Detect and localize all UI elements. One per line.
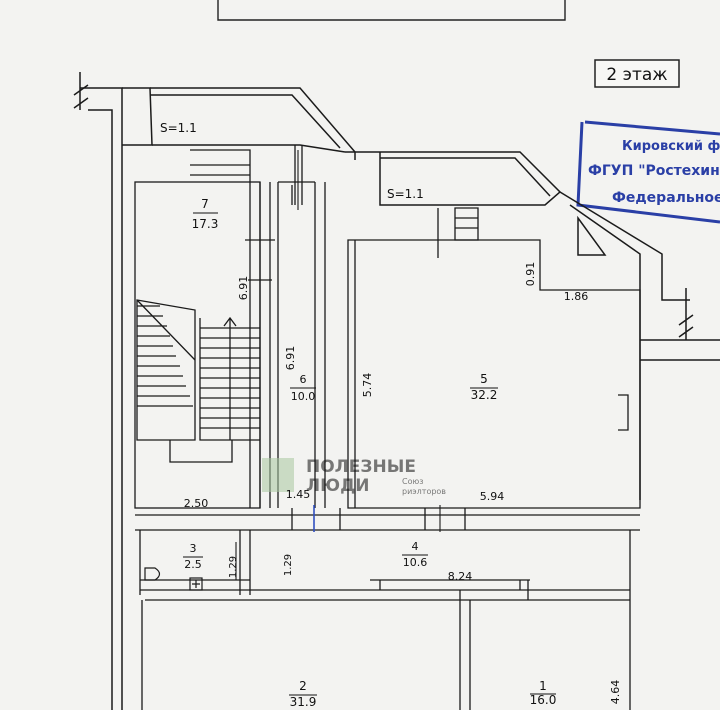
dim-2-50: 2.50 bbox=[184, 497, 209, 510]
room-labels: 7 17.3 6 10.0 5 32.2 4 10.6 3 2.5 2 31.9… bbox=[183, 197, 556, 709]
corridor-walls bbox=[135, 508, 640, 710]
dimension-ticks bbox=[235, 150, 441, 580]
room-number-1: 1 bbox=[539, 679, 547, 693]
watermark-line-2: ЛЮДИ bbox=[306, 476, 369, 496]
dim-1-45: 1.45 bbox=[286, 488, 311, 501]
official-stamp: Кировский фил ФГУП "Ростехинвент Федерал… bbox=[576, 120, 720, 224]
watermark-sub-1: Союз bbox=[402, 477, 423, 486]
room-number-3: 3 bbox=[190, 542, 197, 555]
watermark-sub-2: риэлторов bbox=[402, 487, 446, 496]
bathroom-fixtures bbox=[144, 567, 203, 591]
dim-5-94: 5.94 bbox=[480, 490, 505, 503]
stamp-line-1: Кировский фил bbox=[622, 139, 720, 154]
dim-1-29-b: 1.29 bbox=[283, 554, 294, 576]
room-area-1: 16.0 bbox=[530, 693, 557, 707]
room-area-3: 2.5 bbox=[184, 558, 202, 571]
watermark: ПОЛЕЗНЫЕ ЛЮДИ Союз риэлторов bbox=[262, 457, 446, 496]
dimension-labels: 6.91 6.91 5.74 0.91 1.86 2.50 1.45 5.94 … bbox=[184, 262, 622, 705]
dim-6-91-b: 6.91 bbox=[284, 346, 297, 371]
dim-1-86: 1.86 bbox=[564, 290, 589, 303]
room-area-7: 17.3 bbox=[192, 217, 219, 231]
room-number-6: 6 bbox=[300, 373, 307, 386]
watermark-logo bbox=[262, 458, 294, 492]
room-number-2: 2 bbox=[299, 679, 307, 693]
upper-frame bbox=[217, 0, 566, 21]
stair-walls bbox=[134, 145, 326, 509]
dim-0-91: 0.91 bbox=[524, 262, 537, 287]
floor-label-box bbox=[594, 59, 680, 88]
stamp-line-3: Федеральное Б bbox=[612, 190, 720, 206]
room-number-7: 7 bbox=[201, 197, 209, 211]
watermark-line-1: ПОЛЕЗНЫЕ bbox=[306, 457, 416, 477]
dim-1-29-a: 1.29 bbox=[228, 556, 239, 578]
stamp-line-2: ФГУП "Ростехинвент bbox=[588, 163, 720, 179]
room-area-2: 31.9 bbox=[290, 695, 317, 709]
room-area-6: 10.0 bbox=[291, 390, 316, 403]
dim-6-91-a: 6.91 bbox=[237, 276, 250, 301]
room-number-5: 5 bbox=[480, 372, 488, 386]
room-area-4: 10.6 bbox=[403, 556, 428, 569]
room-area-5: 32.2 bbox=[471, 388, 498, 402]
dim-4-64: 4.64 bbox=[609, 680, 622, 705]
area-label-right: S=1.1 bbox=[387, 187, 424, 201]
floor-label: 2 этаж bbox=[606, 65, 667, 85]
dim-8-24: 8.24 bbox=[448, 570, 473, 583]
area-label-left: S=1.1 bbox=[160, 121, 197, 135]
room-number-4: 4 bbox=[412, 540, 419, 553]
dim-5-74: 5.74 bbox=[361, 373, 374, 398]
room-5-walls bbox=[347, 207, 641, 509]
outer-walls bbox=[73, 72, 720, 710]
